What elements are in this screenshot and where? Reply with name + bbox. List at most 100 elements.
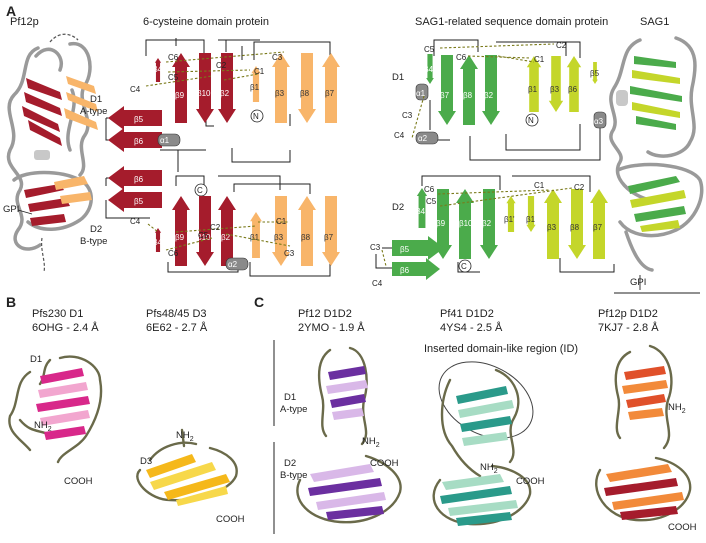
strand-b3-d1: β3: [275, 89, 285, 98]
pf12p-d1d2-nh2: NH2: [668, 402, 686, 415]
b-type-label: B-type: [80, 236, 107, 247]
strand-b9-d2: β9: [175, 233, 185, 242]
sag-strand-b1-d1: β1: [528, 85, 538, 94]
cys-c4-d1: C4: [130, 85, 141, 94]
c-b-type-label: B-type: [280, 470, 307, 481]
sag-helix-a3: α3: [594, 117, 604, 126]
strand-b3-d2: β3: [274, 233, 284, 242]
pf12p-label: Pf12p: [10, 16, 39, 28]
strand-b4-d1: β4: [153, 65, 163, 74]
pfs230-cooh: COOH: [64, 476, 93, 487]
pf12p-d1d2-cooh: COOH: [668, 522, 697, 533]
pfs230-nh2: NH2: [34, 420, 52, 433]
pfs230-sub: 6OHG - 2.4 Å: [32, 321, 99, 334]
sag-d2-label: D2: [392, 202, 404, 213]
panel-c-label: C: [254, 294, 264, 310]
strand-b2-d2: β2: [221, 233, 231, 242]
pf12-title: Pf12 D1D2: [298, 308, 352, 320]
strand-b8-d1: β8: [300, 89, 310, 98]
sag-cys-c5-d2: C5: [426, 197, 437, 206]
pf12p-d1d2-structure: [595, 344, 692, 522]
pf12-sub: 2YMO - 1.9 Å: [298, 321, 365, 334]
sag-strand-b6-d2: β6: [400, 266, 410, 275]
sag-strand-b3-d1: β3: [550, 85, 560, 94]
pfs4845-title: Pfs48/45 D3: [146, 308, 207, 320]
pfs4845-sub: 6E62 - 2.7 Å: [146, 321, 208, 334]
sag-strand-b10-d2: β10: [459, 219, 473, 228]
helix-a2-d2: α2: [228, 260, 238, 269]
pfs4845-d3-label: D3: [140, 456, 152, 467]
sag-d1-topology: α1 β4 β7 β8 β2 β1 β3 β6 β5 α2 α3 N: [394, 39, 607, 161]
pf41-structure: [432, 368, 532, 526]
pfs4845-cooh: COOH: [216, 514, 245, 525]
sag1-structure: [609, 36, 704, 272]
cys-c1-d1: C1: [254, 67, 265, 76]
cys-c6-d1: C6: [168, 53, 179, 62]
d2-label: D2: [90, 224, 102, 235]
c-a-type-label: A-type: [280, 404, 307, 415]
helix-a1-d1: α1: [160, 136, 170, 145]
sag-cys-c5-d1: C5: [424, 45, 435, 54]
sag-strand-b5-d1: β5: [590, 69, 600, 78]
c-d1-label: D1: [284, 392, 296, 403]
n-terminus-sag: N: [528, 116, 534, 125]
sag1-label: SAG1: [640, 16, 669, 28]
sag-strand-b7-d1: β7: [440, 91, 450, 100]
sag-strand-b4-d2: β4: [416, 207, 426, 216]
pf12-nh2: NH2: [362, 436, 380, 449]
sag-cys-c1-d1: C1: [534, 55, 545, 64]
c-d2-label: D2: [284, 458, 296, 469]
sag-strand-b3-d2: β3: [547, 223, 557, 232]
inserted-region-label: Inserted domain-like region (ID): [424, 343, 578, 355]
sag-strand-b6-d1: β6: [568, 85, 578, 94]
sag-strand-b7-d2: β7: [593, 223, 603, 232]
cys-c2-d1: C2: [216, 61, 227, 70]
sag1-related-title: SAG1-related sequence domain protein: [415, 16, 608, 28]
strand-b2-d1: β2: [220, 89, 230, 98]
strand-b8-d2: β8: [301, 233, 311, 242]
sag-cys-c3-d1: C3: [402, 111, 413, 120]
sag-strand-b2-d1: β2: [484, 91, 494, 100]
c-terminus-sag: C: [461, 262, 467, 271]
pf41-title: Pf41 D1D2: [440, 308, 494, 320]
strand-b4-d2: β4: [153, 238, 163, 247]
sag-helix-a1: α1: [416, 89, 426, 98]
sag-strand-b8-d1: β8: [463, 91, 473, 100]
pf12-cooh: COOH: [370, 458, 399, 469]
sag-strand-b9-d2: β9: [436, 219, 446, 228]
pf12-structure: [296, 346, 402, 524]
strand-b5-d2: β5: [134, 197, 144, 206]
sag-d2-topology: β4 β9 β10 β2 β1' β1 β3 β8 β7 β5 β6 C: [370, 175, 615, 288]
pfs4845-nh2: NH2: [176, 430, 194, 443]
strand-b7-d1: β7: [325, 89, 335, 98]
pfs230-title: Pfs230 D1: [32, 308, 83, 320]
sag-strand-b1-d2: β1: [526, 215, 536, 224]
six-cys-title: 6-cysteine domain protein: [143, 16, 269, 28]
sag-strand-b4-d1: β4: [424, 65, 434, 74]
sag-cys-c2-d2: C2: [574, 183, 585, 192]
sag-helix-a2: α2: [418, 134, 428, 143]
gpi-label-right: GPI: [630, 277, 646, 288]
sag-strand-b5-d2: β5: [400, 245, 410, 254]
strand-b10-d1: β10: [197, 89, 211, 98]
cys-c1-d2: C1: [276, 217, 287, 226]
pf41-cooh: COOH: [516, 476, 545, 487]
strand-b6-d2: β6: [134, 175, 144, 184]
pfs4845-structure: [136, 428, 238, 506]
pf12p-d1d2-title: Pf12p D1D2: [598, 308, 658, 320]
sag-cys-c3-d2: C3: [370, 243, 381, 252]
sag-strand-b1prime-d2: β1': [504, 215, 515, 224]
pf41-nh2: NH2: [480, 462, 498, 475]
strand-b5-d1: β5: [134, 115, 144, 124]
panel-a-label: A: [6, 3, 16, 19]
gpi-label-left: GPI: [3, 204, 19, 215]
pfs230-structure: [8, 355, 103, 464]
six-cys-d2-topology: β6 β5 C β4 β9 β10 β2 β1 β3 β8 β7 α2: [105, 166, 340, 277]
strand-b9-d1: β9: [175, 91, 185, 100]
sag-cys-c4-d1: C4: [394, 131, 405, 140]
cys-c3-d2: C3: [284, 249, 295, 258]
cys-c5-d1: C5: [168, 73, 179, 82]
strand-b10-d2: β10: [197, 233, 211, 242]
sag-cys-c2-d1: C2: [556, 41, 567, 50]
